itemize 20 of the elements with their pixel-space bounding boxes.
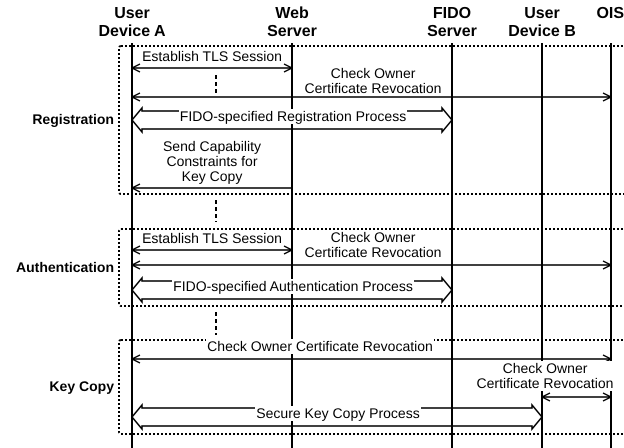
participant-name: User Device B <box>507 5 577 41</box>
arrow <box>131 92 612 102</box>
arrow <box>131 245 293 255</box>
edge-label: Check Owner Certificate Revocation <box>206 339 434 354</box>
edge-label: FIDO-specified Registration Process <box>178 109 408 124</box>
participant-name: FIDO Server <box>426 5 478 41</box>
edge-label: Establish TLS Session <box>141 231 283 246</box>
edge-label: Establish TLS Session <box>141 49 283 64</box>
arrow <box>131 260 612 270</box>
arrow <box>541 392 612 402</box>
phase-label: Registration <box>32 111 114 129</box>
participant-name: User Device A <box>98 5 166 41</box>
participant-name: Web Server <box>266 5 318 41</box>
edge-label: Secure Key Copy Process <box>255 406 421 421</box>
edge-label: FIDO-specified Authentication Process <box>172 279 414 294</box>
phase-label: Authentication <box>16 258 114 276</box>
phase-label: Key Copy <box>49 378 114 396</box>
arrow <box>131 63 293 73</box>
participant-name: OIS <box>595 5 624 23</box>
arrow <box>131 183 292 193</box>
